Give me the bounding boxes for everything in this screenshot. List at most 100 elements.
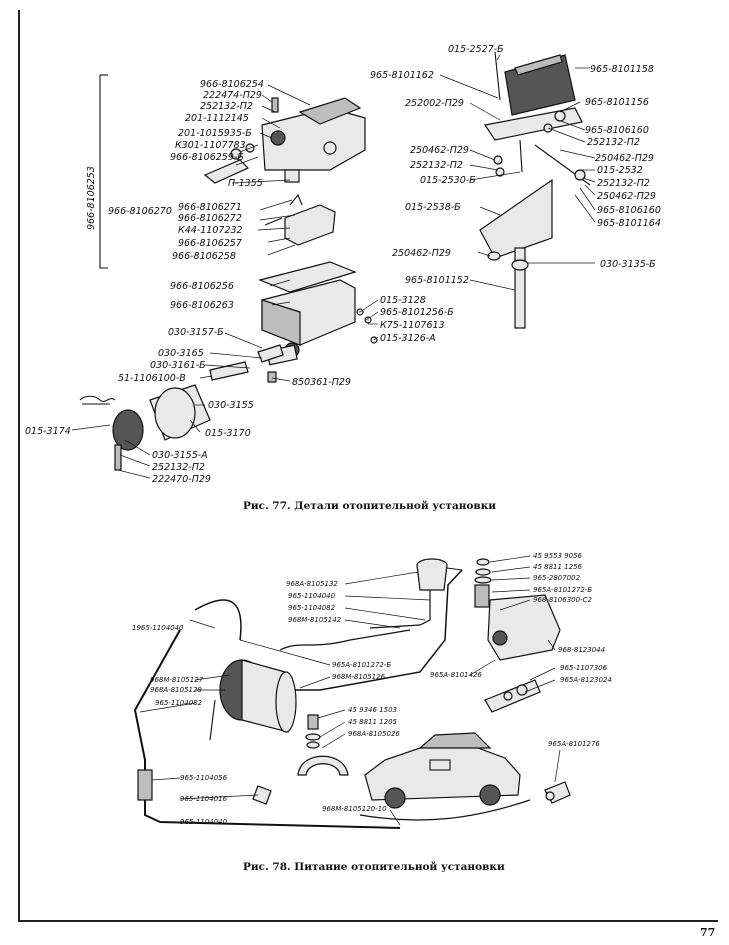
fig78-label: 968М-8105120-10 [322, 805, 387, 813]
small-parts [264, 97, 336, 246]
fig77-label: 966-8106272 [178, 213, 242, 224]
fig77-label: 965-8106160 [585, 125, 649, 136]
fig77-label: 015-3170 [205, 428, 251, 439]
fig77-label: 965-8101164 [597, 218, 661, 229]
fig77-label: 966-8106258 [172, 251, 236, 262]
fig78-label: 968-8123044 [558, 646, 605, 654]
fig78-label: 965-2807002 [533, 574, 581, 582]
fig77-label: 850361-П29 [292, 377, 351, 388]
fig78-label: 965А-8101272-Б [533, 586, 592, 594]
fig77-label: 252132-П2 [200, 101, 253, 112]
fig77-label: 966-8106257 [178, 238, 242, 249]
fig77-label: 965-8106160 [597, 205, 661, 216]
fig78-label: 1965-1104040 [132, 624, 184, 632]
fig77-vertical-label: 966-8106253 [86, 166, 97, 230]
fig77-label: 966-8106270 [108, 206, 172, 217]
fig77-label: 030-3161-Б [150, 360, 206, 371]
clamp [297, 714, 349, 776]
heater-unit [209, 659, 297, 741]
fig77-label: 252132-П2 [410, 160, 463, 171]
fig78-label: 965А-8101426 [430, 671, 482, 679]
filter-cup [416, 558, 463, 591]
fig78-label: 965-1104040 [180, 818, 228, 826]
fig77-label: 201-1112145 [185, 113, 249, 124]
fig78-label: 968М-8105127 [150, 676, 204, 684]
right-assembly [479, 51, 591, 329]
fig77-label: 252002-П29 [405, 98, 464, 109]
fig77-label: 015-2527-Б [448, 44, 504, 55]
fig77-label: 250462-П29 [392, 248, 451, 259]
fig77-label: 252132-П2 [587, 137, 640, 148]
fig77-label: 966-8106259-Б [170, 152, 244, 163]
fig78-caption: Рис. 78. Питание отопительной установки [243, 861, 505, 873]
fig77-label: К75-1107613 [380, 320, 445, 331]
fig77-label: 966-8106263 [170, 300, 234, 311]
fig77-label: 965-8101256-Б [380, 307, 454, 318]
fig77-label: 965-8101162 [370, 70, 434, 81]
fig77-caption: Рис. 77. Детали отопительной установки [243, 500, 496, 512]
fig77-label: 250462-П29 [410, 145, 469, 156]
fig78-label: 965-1104082 [288, 604, 336, 612]
figure-77: 966-8106253 [25, 44, 661, 512]
clip-part [252, 785, 272, 805]
fig78-leaders [139, 555, 561, 826]
fig78-label: 968А-8105128 [150, 686, 202, 694]
fig77-label: 250462-П29 [595, 153, 654, 164]
fig78-label: 965-1104016 [180, 795, 228, 803]
figure-78: 45 9553 9056 45 8811 1256 965-2807002 96… [132, 552, 612, 873]
fig78-label: 968-8106300-С2 [533, 596, 592, 604]
fig77-label: 030-3155 [208, 400, 254, 411]
fig77-label: 030-3155-А [152, 450, 208, 461]
car-illustration [364, 732, 521, 809]
fig77-label: К301-1107783 [175, 140, 246, 151]
fig77-label: 015-3126-А [380, 333, 436, 344]
fig77-label: 965-8101156 [585, 97, 649, 108]
housing [258, 261, 357, 366]
fitting [544, 781, 571, 804]
line-filter [137, 769, 153, 801]
fig77-label: 222474-П29 [203, 90, 262, 101]
fig78-label: 965А-8101272-Б [332, 661, 391, 669]
fig77-label: 015-2538-Б [405, 202, 461, 213]
fig77-label: 015-3128 [380, 295, 426, 306]
fig77-leaders [71, 54, 596, 479]
fig78-label: 965А-8123024 [560, 676, 612, 684]
fig77-label: 201-1015935-Б [178, 128, 252, 139]
fig77-label: 222470-П29 [152, 474, 211, 485]
fig78-label: 968А-8105026 [348, 730, 400, 738]
fig77-labels: 015-2527-Б 965-8101162 965-8101158 966-8… [25, 44, 661, 485]
fig77-label: 015-2530-Б [420, 175, 476, 186]
fig78-label: 965-1107306 [560, 664, 608, 672]
fig77-label: П-1355 [228, 178, 263, 189]
fig78-label: 965-1104056 [180, 774, 228, 782]
fig77-label: К44-1107232 [178, 225, 243, 236]
fig77-label: 966-8106271 [178, 202, 242, 213]
fig78-label: 45 8811 1205 [348, 718, 398, 726]
fig78-label: 45 9553 9056 [533, 552, 583, 560]
fig77-label: 51-1106100-В [118, 373, 186, 384]
page-number: 77 [700, 926, 715, 939]
fig78-label: 45 8811 1256 [533, 563, 583, 571]
fig77-label: 965-8101152 [405, 275, 469, 286]
fig77-label: 030-3165 [158, 348, 204, 359]
fig77-label: 966-8106254 [200, 79, 264, 90]
fig77-label: 015-3174 [25, 426, 71, 437]
fig78-labels: 45 9553 9056 45 8811 1256 965-2807002 96… [132, 552, 612, 826]
fig78-label: 968М-8105126 [332, 673, 386, 681]
page-left-rule [18, 10, 20, 920]
fig77-label: 252132-П2 [597, 178, 650, 189]
valve-body [203, 97, 366, 184]
page-bottom-rule [18, 920, 718, 922]
fig77-label: 015-2532 [597, 165, 643, 176]
fig78-label: 965А-8101276 [548, 740, 600, 748]
fig78-label: 968А-8105132 [286, 580, 338, 588]
fig77-label: 966-8106256 [170, 281, 234, 292]
fig77-label: 030-3157-Б [168, 327, 224, 338]
fig77-label: 252132-П2 [152, 462, 205, 473]
fig77-label: 250462-П29 [597, 191, 656, 202]
fig78-label: 968М-8105142 [288, 616, 342, 624]
fig77-label: 030-3135-Б [600, 259, 656, 270]
pump-assembly [474, 558, 561, 713]
